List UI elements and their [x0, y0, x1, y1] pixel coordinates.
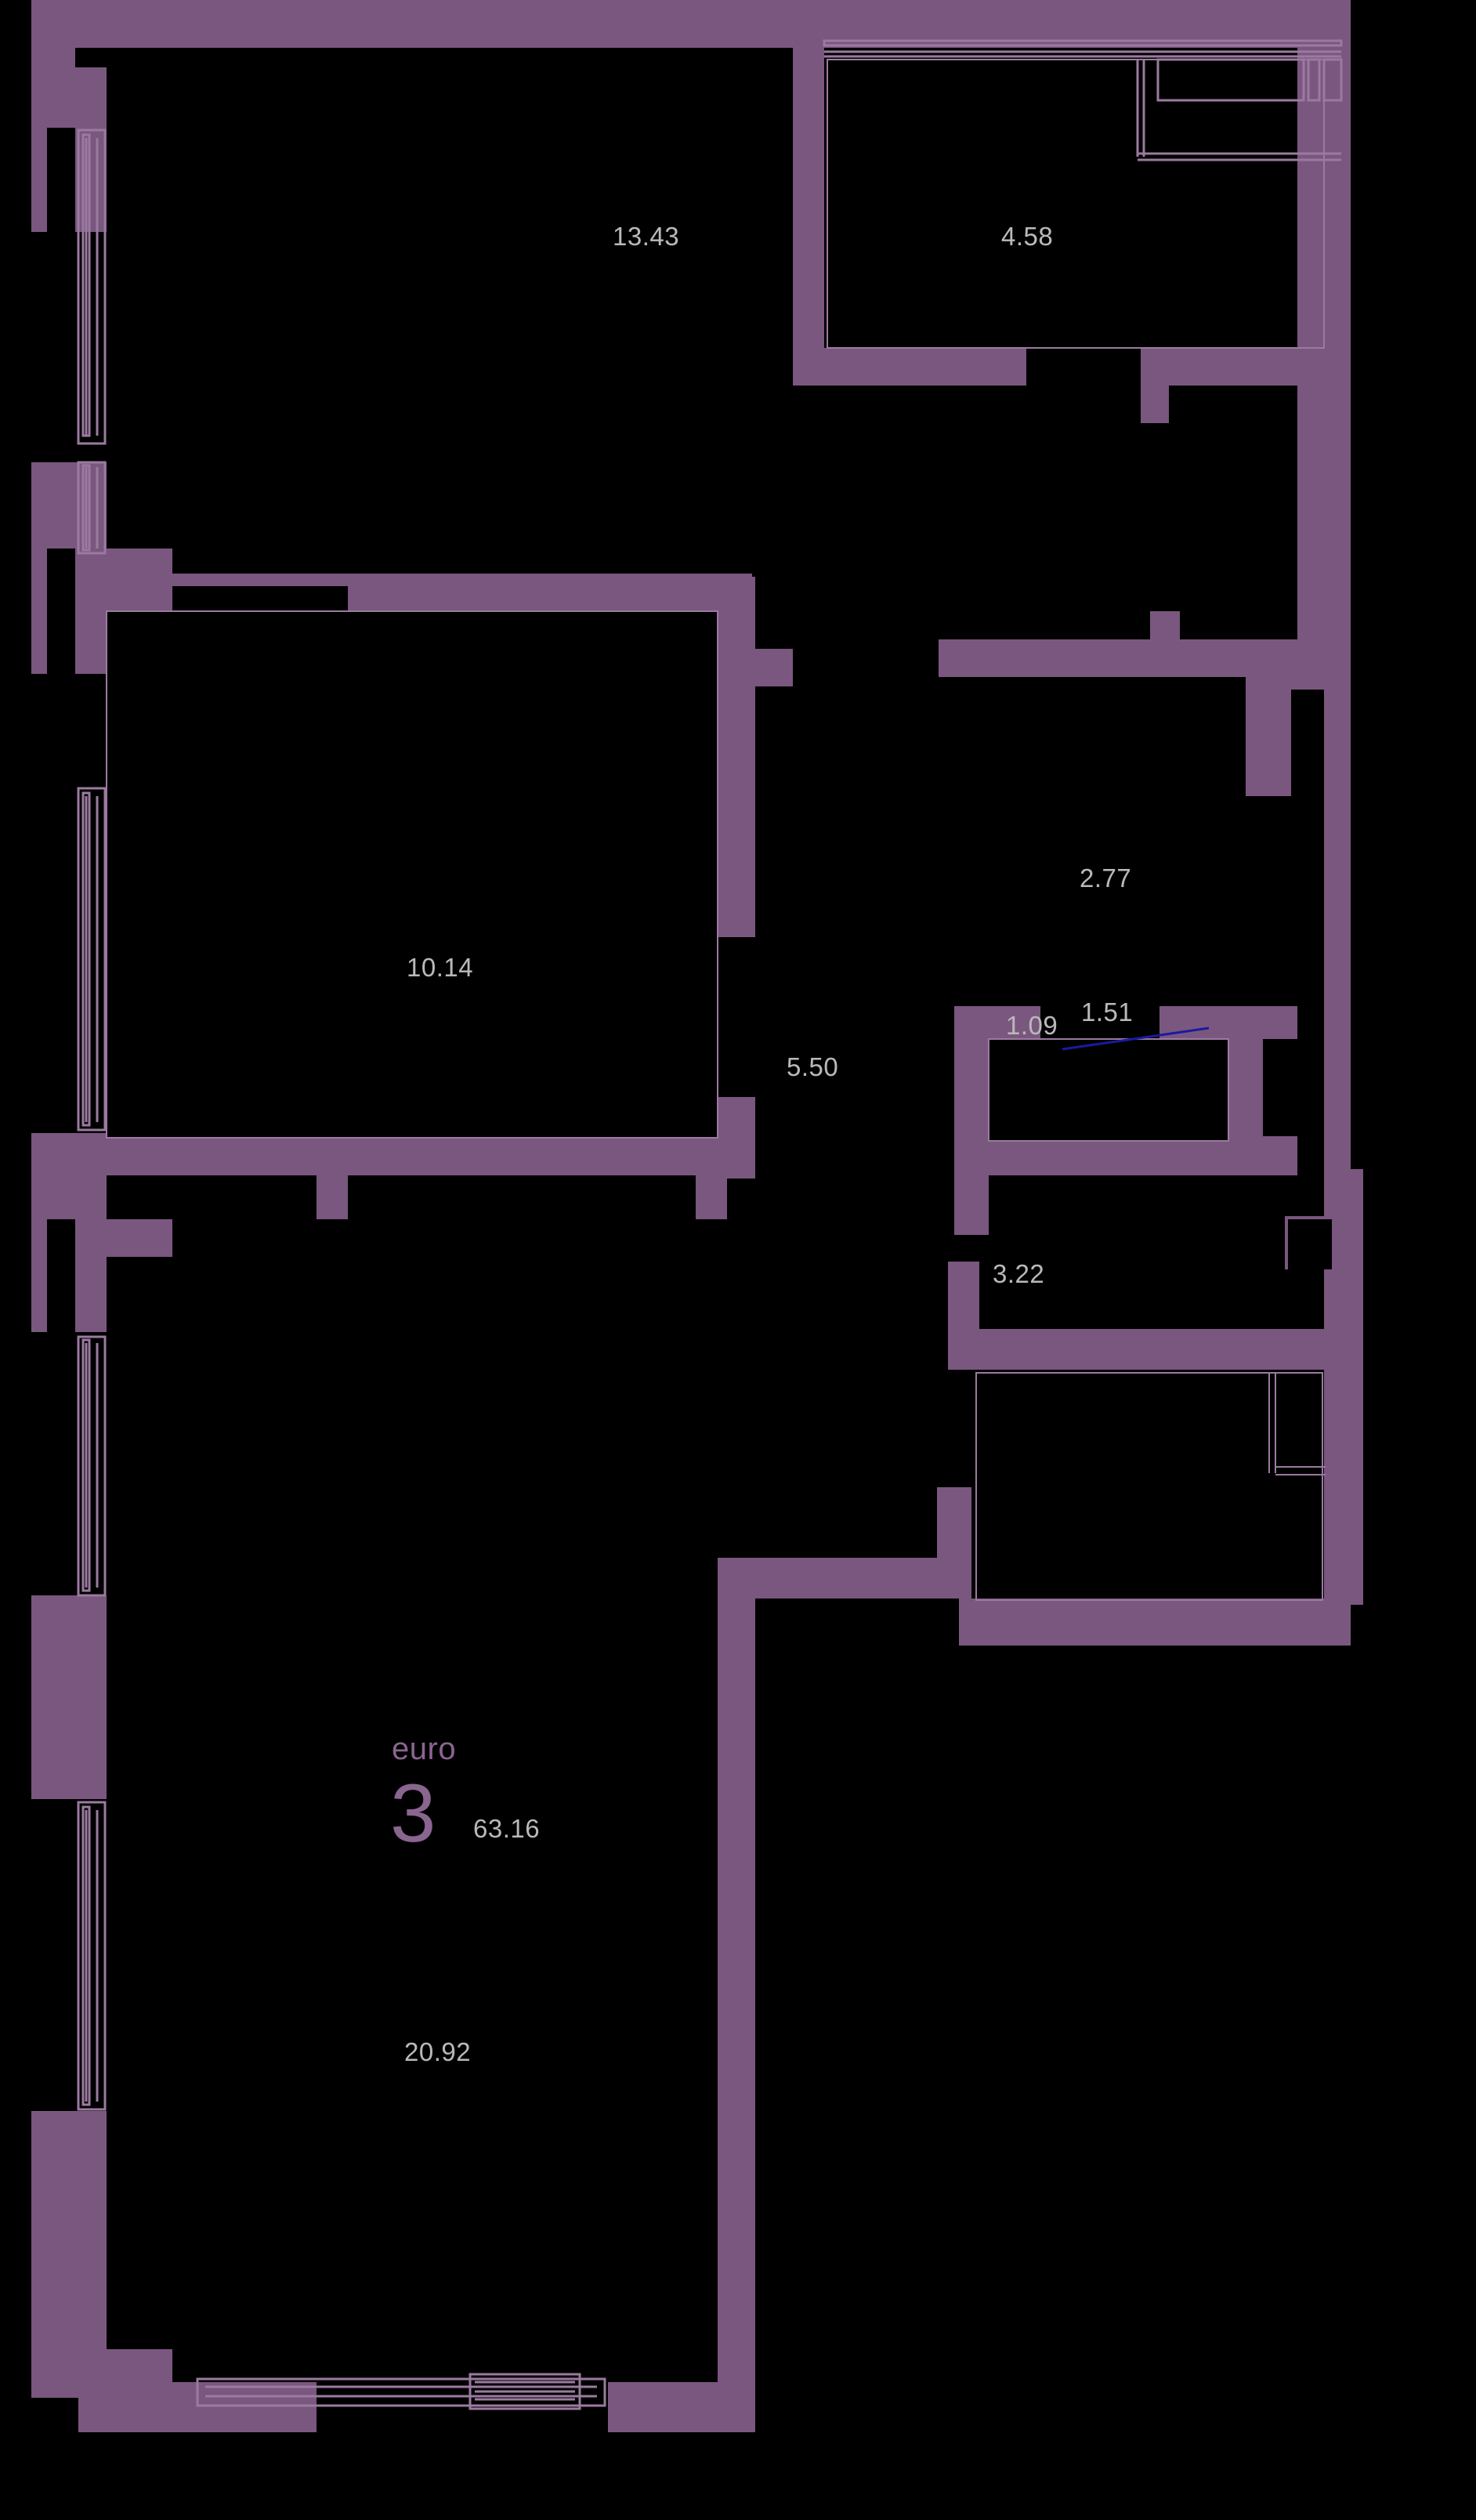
wall-room458-bottom-right	[1141, 348, 1324, 386]
wall-bath151-right	[1228, 1006, 1263, 1175]
room-458-outline	[827, 59, 1325, 349]
wall-bath151-bottom	[954, 1141, 1263, 1175]
wall-exterior-left-upper	[31, 0, 107, 232]
room-area-label-1-09: 1.09	[1006, 1011, 1058, 1040]
window-top-right	[823, 39, 1343, 161]
room-area-label-1-51: 1.51	[1081, 998, 1134, 1026]
room-151-outline	[988, 1038, 1229, 1142]
wall-room458-bottom-left	[793, 348, 1026, 386]
window-left-4	[77, 1335, 107, 1597]
wall-exterior-bottom	[107, 2382, 317, 2432]
room-1014-outline	[106, 610, 718, 1139]
wall-exterior-left-seg5	[31, 2111, 172, 2432]
room-count-badge: 3	[390, 1768, 436, 1859]
wall-exterior-right-bottom-return	[959, 1599, 1351, 1646]
room-area-label-5-50: 5.50	[787, 1052, 839, 1081]
wall-exterior-left-seg2	[31, 462, 172, 674]
wall-exterior-left-seg4	[31, 1595, 107, 1799]
wall-bath151-right-notch	[1263, 1136, 1297, 1175]
wall-hall-horizontal	[939, 611, 1297, 677]
wall-center-vertical-bottom	[718, 1589, 755, 2432]
wall-group	[31, 0, 1363, 2432]
door-gap-bath322	[1288, 1219, 1332, 1269]
wall-exterior-top	[31, 0, 1351, 48]
room-322-outline	[975, 1372, 1326, 1601]
wall-bath322-top-left-drop	[948, 1262, 979, 1370]
wall-bath322-left	[937, 1487, 971, 1599]
wall-hall-right-return	[1291, 639, 1351, 690]
window-bottom	[196, 2373, 606, 2410]
room-area-label-4-58: 4.58	[1001, 222, 1054, 251]
wall-bath151-top-left	[954, 1006, 1040, 1039]
brand-label: euro	[392, 1732, 457, 1766]
wall-room458-door-stub	[1141, 386, 1169, 423]
room-area-label-10-14: 10.14	[407, 953, 474, 982]
total-area-label: 63.16	[473, 1814, 541, 1843]
wall-room458-left	[793, 34, 824, 382]
wall-center-stub	[755, 649, 793, 686]
wall-bath322-right	[1324, 1169, 1363, 1605]
wall-hall-drop	[1246, 677, 1291, 796]
wall-bath151-left	[954, 1006, 989, 1175]
room-area-label-2-77: 2.77	[1080, 864, 1132, 892]
window-left-2	[77, 461, 107, 555]
wall-mid-upper-horizontal	[75, 574, 752, 611]
window-group	[77, 39, 1343, 2410]
room-area-label-13-43: 13.43	[613, 222, 680, 251]
wall-bath151-left-drop	[954, 1141, 989, 1235]
wall-center-bend	[718, 1558, 959, 1636]
window-left-5	[77, 1801, 107, 2111]
wall-bath322-top	[948, 1329, 1332, 1370]
leader-line-1-09	[1062, 1026, 1210, 1051]
wall-mid-lower-stub	[696, 1175, 727, 1219]
window-left-3	[77, 787, 107, 1131]
wall-mid-lower-horizontal	[75, 1138, 752, 1219]
room-area-label-20-92: 20.92	[404, 2037, 472, 2066]
wall-center-vertical-upper	[718, 577, 755, 937]
window-left-1	[77, 129, 107, 445]
wall-exterior-left-seg3	[31, 1133, 172, 1332]
room-area-label-3-22: 3.22	[993, 1259, 1045, 1288]
